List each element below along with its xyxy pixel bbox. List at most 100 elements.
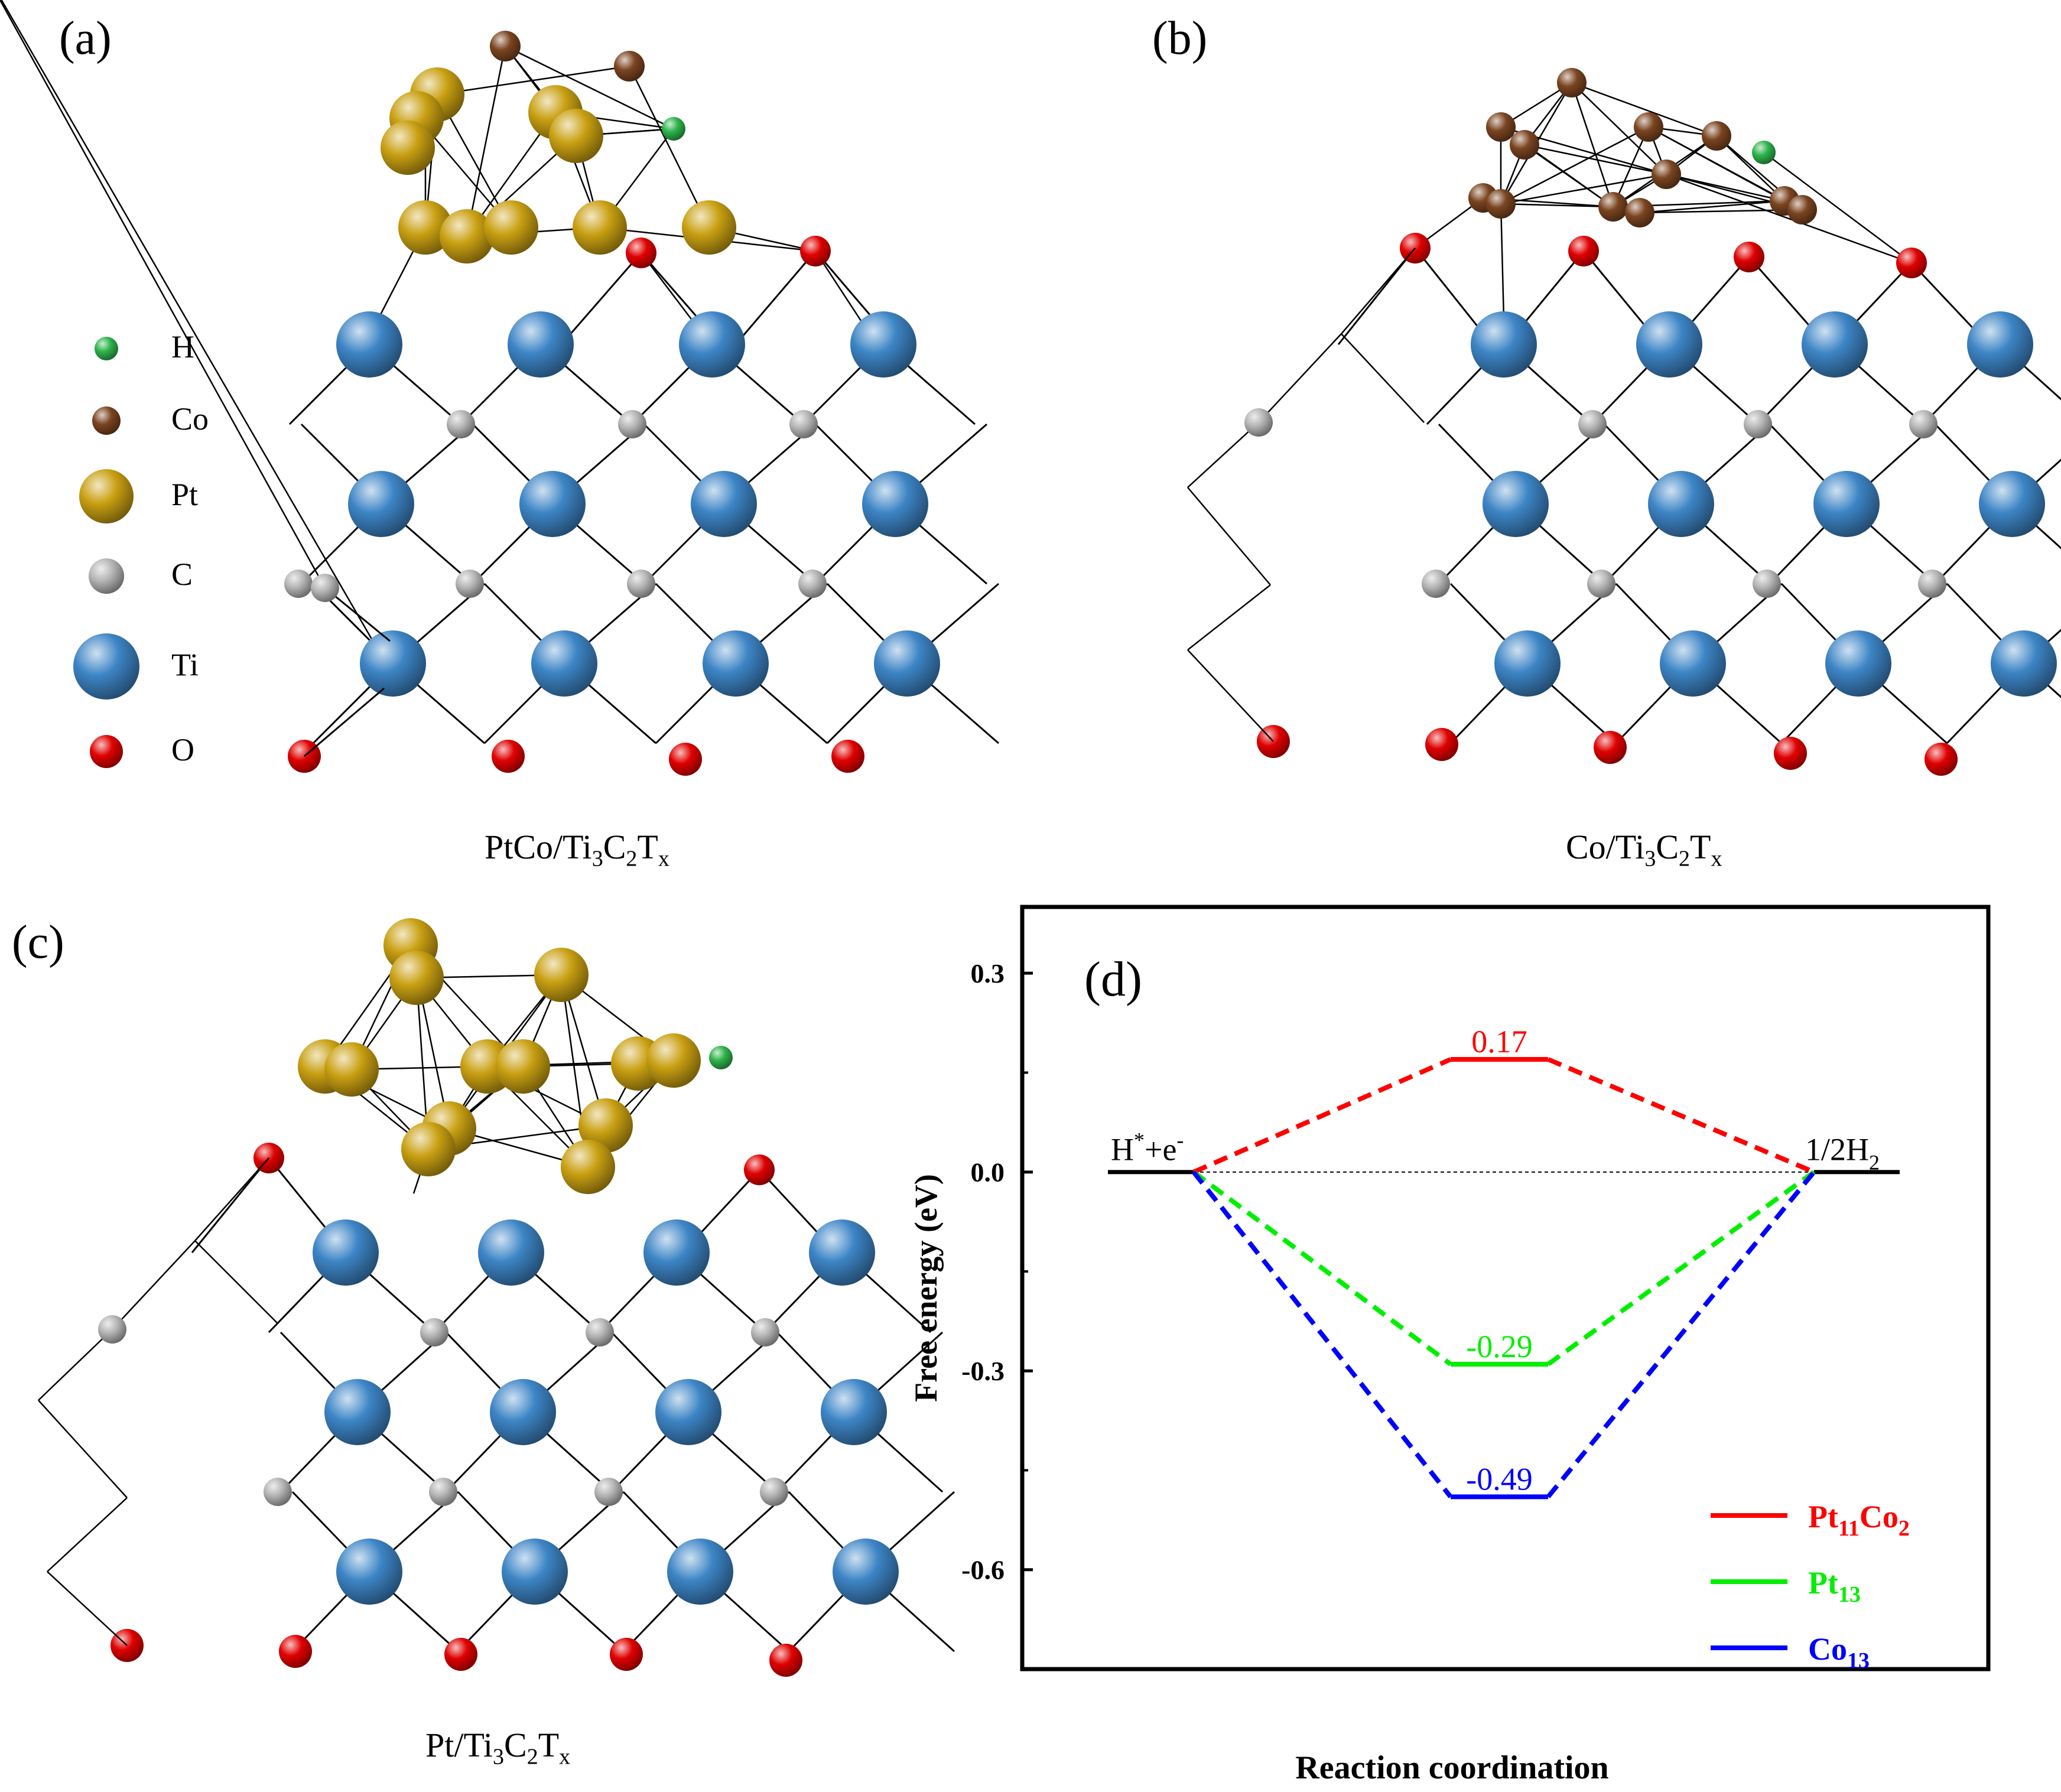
bond-line [194, 1157, 269, 1241]
bond-line [1341, 333, 1425, 423]
atom-ti [1648, 471, 1714, 537]
atom-o [492, 740, 525, 773]
bond-line [47, 1571, 128, 1646]
atom-co [1598, 192, 1628, 222]
atom-ti [655, 1379, 721, 1445]
atom-ti [502, 1539, 568, 1605]
bond-line [194, 1240, 278, 1324]
bond-line [304, 687, 385, 757]
atom-ti [1991, 630, 2057, 697]
bond-line [1571, 82, 1614, 207]
atom-ti [336, 311, 402, 378]
atom-ti [1967, 311, 2033, 378]
atom-ti [508, 311, 574, 378]
legend-atom-label: Ti [171, 647, 199, 682]
atom-c [627, 570, 655, 598]
atom-c [1918, 570, 1946, 598]
atom-pt [484, 200, 538, 255]
atom-ti [531, 630, 597, 697]
atom-ti [1802, 311, 1868, 378]
atom-ti [1494, 630, 1561, 697]
atom-o [1774, 737, 1807, 770]
atom-ti [874, 630, 940, 697]
atom-ti [313, 1219, 379, 1286]
atom-co [1510, 130, 1539, 160]
atom-o [1568, 236, 1599, 266]
caption-c: Pt/Ti3C2Tx [425, 1726, 571, 1770]
series-connector [1191, 1170, 1453, 1498]
bond-line [1187, 422, 1259, 488]
atom-c [798, 570, 827, 598]
atom-h [662, 117, 685, 141]
atom-c [264, 1478, 292, 1506]
bond-line [437, 65, 630, 96]
atom-o [800, 236, 831, 266]
bond-line [1524, 144, 1667, 175]
atom-ti [519, 471, 586, 537]
atom-ti [821, 1379, 887, 1445]
legend-atom-label: Co [171, 401, 209, 437]
legend-label: Pt11Co2 [1808, 1499, 1910, 1541]
atom-o [1925, 743, 1958, 776]
series-value-label: -0.49 [1466, 1461, 1532, 1497]
atom-ti [360, 630, 426, 697]
legend-atom-label: H [171, 329, 194, 365]
atom-pt [578, 1098, 633, 1153]
caption-b: Co/Ti3C2Tx [1566, 828, 1722, 871]
atom-o [1425, 728, 1458, 761]
atom-ti [1636, 311, 1702, 378]
legend-label: Pt13 [1808, 1565, 1861, 1607]
atom-pt [549, 109, 603, 163]
bond-line [628, 66, 710, 228]
bond-line [1258, 333, 1342, 423]
atom-pt [440, 209, 494, 264]
atom-pt [646, 1033, 701, 1088]
atom-ti [833, 1539, 899, 1605]
bond-line [191, 1157, 270, 1253]
atom-h [1752, 141, 1776, 164]
y-tick-label: -0.6 [961, 1555, 1005, 1585]
series-value-label: -0.29 [1466, 1329, 1532, 1364]
bond-line [1187, 649, 1274, 742]
atom-c [789, 410, 818, 438]
bond-line [1500, 203, 1505, 320]
atom-c [586, 1318, 614, 1347]
atom-c [1244, 408, 1273, 437]
series-connector [1546, 1170, 1816, 1498]
atom-co [1787, 195, 1817, 225]
series-connector [1547, 1057, 1815, 1175]
atom-pt [389, 951, 444, 1005]
atom-pt [401, 1122, 456, 1176]
atom-ti [850, 311, 916, 378]
legend-atom-o-icon [90, 735, 123, 768]
atom-ti [667, 1539, 733, 1605]
atom-o [769, 1644, 802, 1677]
panel-letter-d: (d) [1084, 952, 1142, 1007]
atom-c [1744, 410, 1772, 438]
structure-pt-ti3c2tx [38, 918, 955, 1677]
bond-line [1571, 82, 1717, 137]
atom-ti [1660, 630, 1726, 697]
atom-pt [324, 1042, 379, 1097]
plot-frame [1020, 905, 1991, 1671]
legend-atom-label: C [171, 557, 193, 592]
atom-ti [679, 311, 745, 378]
atom-h [709, 1046, 733, 1069]
atom-ti [478, 1219, 544, 1286]
bond-line [1524, 144, 1614, 208]
atom-o [444, 1638, 477, 1671]
atom-c [98, 1315, 126, 1344]
atom-o [744, 1154, 775, 1185]
atom-ti [1813, 471, 1880, 537]
atom-c [1753, 570, 1781, 598]
bond-line [1666, 173, 1912, 264]
atom-o [626, 238, 656, 268]
bond-line [47, 1497, 128, 1572]
bond-line [1500, 203, 1614, 208]
x-axis-label: Reaction coordination [1295, 1749, 1608, 1786]
atom-ti [703, 630, 769, 697]
legend-atom-co-icon [92, 406, 121, 435]
caption-a: PtCo/Ti3C2Tx [485, 828, 669, 871]
legend-atom-label: Pt [171, 477, 199, 512]
legend-label: Co13 [1808, 1631, 1870, 1673]
